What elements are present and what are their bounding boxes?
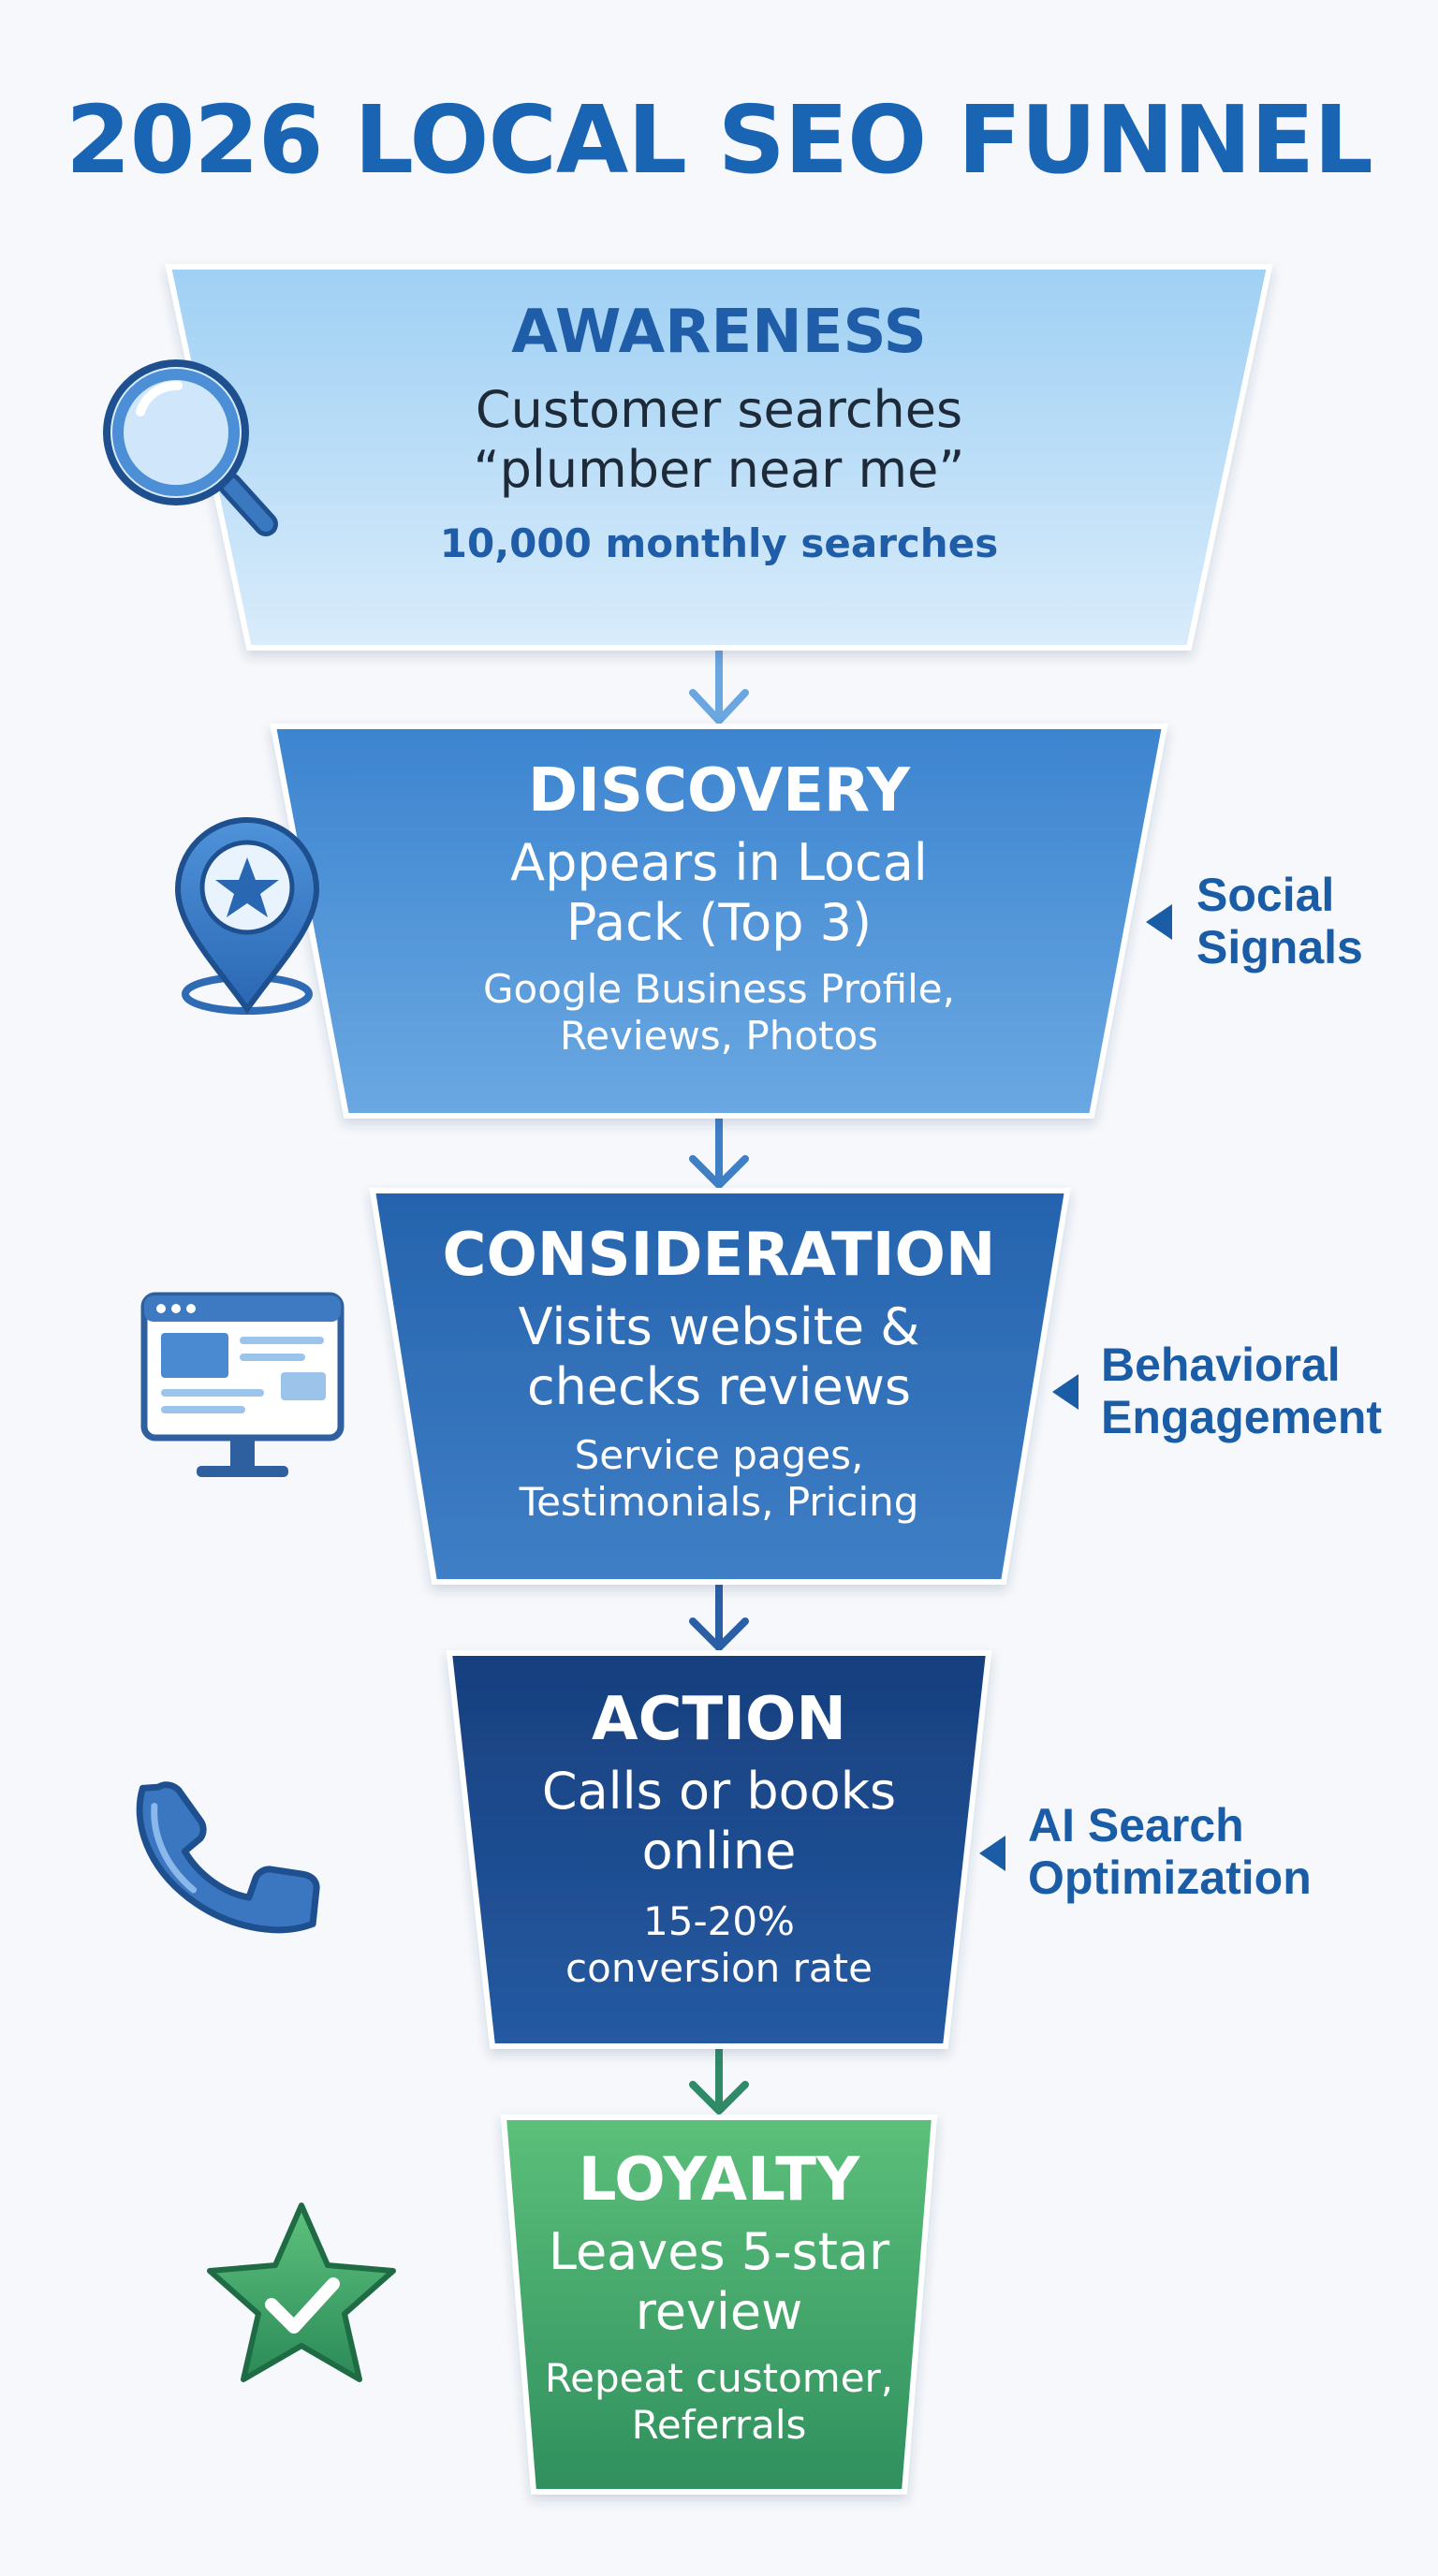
side-label-line: AI Search (1028, 1799, 1244, 1852)
pointer-behavioral-engagement (1052, 1374, 1078, 1410)
connector-arrow-1 (689, 646, 749, 724)
stage-detail-line: Repeat customer, (544, 2355, 894, 2401)
stage-description-line: Customer searches (475, 380, 963, 439)
side-label-social-signals: Social Signals (1196, 869, 1363, 973)
connector-arrow-2 (689, 1114, 749, 1189)
stage-detail-line: Testimonials, Pricing (519, 1479, 919, 1525)
magnifying-glass-icon (103, 359, 278, 536)
stage-detail-line: 15-20% (643, 1898, 795, 1944)
stage-description-line: Leaves 5-star (548, 2222, 890, 2281)
stage-discovery-shape (270, 724, 1168, 1119)
stage-detail-line: conversion rate (565, 1945, 873, 1991)
connector-arrow-3 (689, 1580, 749, 1651)
stage-loyalty: LOYALTY Leaves 5-star review Repeat cust… (0, 2145, 1438, 2449)
stage-heading: ACTION (592, 1685, 846, 1754)
stage-loyalty-shape (500, 2115, 938, 2495)
stage-discovery: DISCOVERY Appears in Local Pack (Top 3) … (0, 756, 1438, 1060)
star-check-icon (207, 2203, 396, 2382)
connector-arrow-4 (689, 2042, 749, 2115)
side-label-line: Engagement (1101, 1391, 1383, 1443)
stage-awareness: AWARENESS Customer searches “plumber nea… (0, 298, 1438, 567)
stage-detail-line: 10,000 monthly searches (439, 520, 999, 566)
map-pin-star-icon (174, 817, 320, 1015)
stage-detail-line: Google Business Profile, (483, 966, 955, 1012)
stage-description-line: Calls or books (541, 1762, 897, 1821)
stage-detail-line: Service pages, (574, 1432, 864, 1478)
side-label-line: Signals (1196, 921, 1363, 973)
side-label-line: Optimization (1028, 1852, 1312, 1904)
stage-description-line: checks reviews (526, 1357, 912, 1416)
desktop-monitor-icon (140, 1292, 345, 1477)
page-title: 2026 LOCAL SEO FUNNEL (66, 85, 1373, 195)
stage-awareness-shape (165, 264, 1273, 651)
side-label-ai-search-optimization: AI Search Optimization (1028, 1799, 1312, 1904)
stage-heading: CONSIDERATION (442, 1221, 996, 1290)
stage-heading: AWARENESS (511, 298, 927, 367)
pointer-social-signals (1146, 904, 1172, 940)
stage-description-line: review (635, 2282, 803, 2341)
stage-consideration-shape (369, 1188, 1071, 1585)
stage-description-line: Visits website & (518, 1297, 920, 1356)
stage-description-line: Pack (Top 3) (565, 893, 873, 952)
phone-icon (136, 1781, 320, 1934)
stage-heading: DISCOVERY (527, 756, 911, 826)
stage-detail-line: Reviews, Photos (559, 1013, 879, 1059)
side-label-line: Social (1196, 869, 1335, 921)
stage-heading: LOYALTY (578, 2145, 860, 2215)
stage-action: ACTION Calls or books online 15-20% conv… (0, 1685, 1438, 1992)
pointer-ai-search (979, 1836, 1005, 1871)
side-label-behavioral-engagement: Behavioral Engagement (1101, 1339, 1382, 1443)
stage-detail-line: Referrals (631, 2402, 807, 2448)
stage-action-shape (446, 1650, 992, 2049)
stage-description-line: online (641, 1822, 797, 1881)
stage-consideration: CONSIDERATION Visits website & checks re… (0, 1221, 1438, 1526)
side-label-line: Behavioral (1101, 1339, 1341, 1391)
stage-description-line: Appears in Local (510, 833, 928, 892)
stage-description-line: “plumber near me” (473, 440, 965, 499)
